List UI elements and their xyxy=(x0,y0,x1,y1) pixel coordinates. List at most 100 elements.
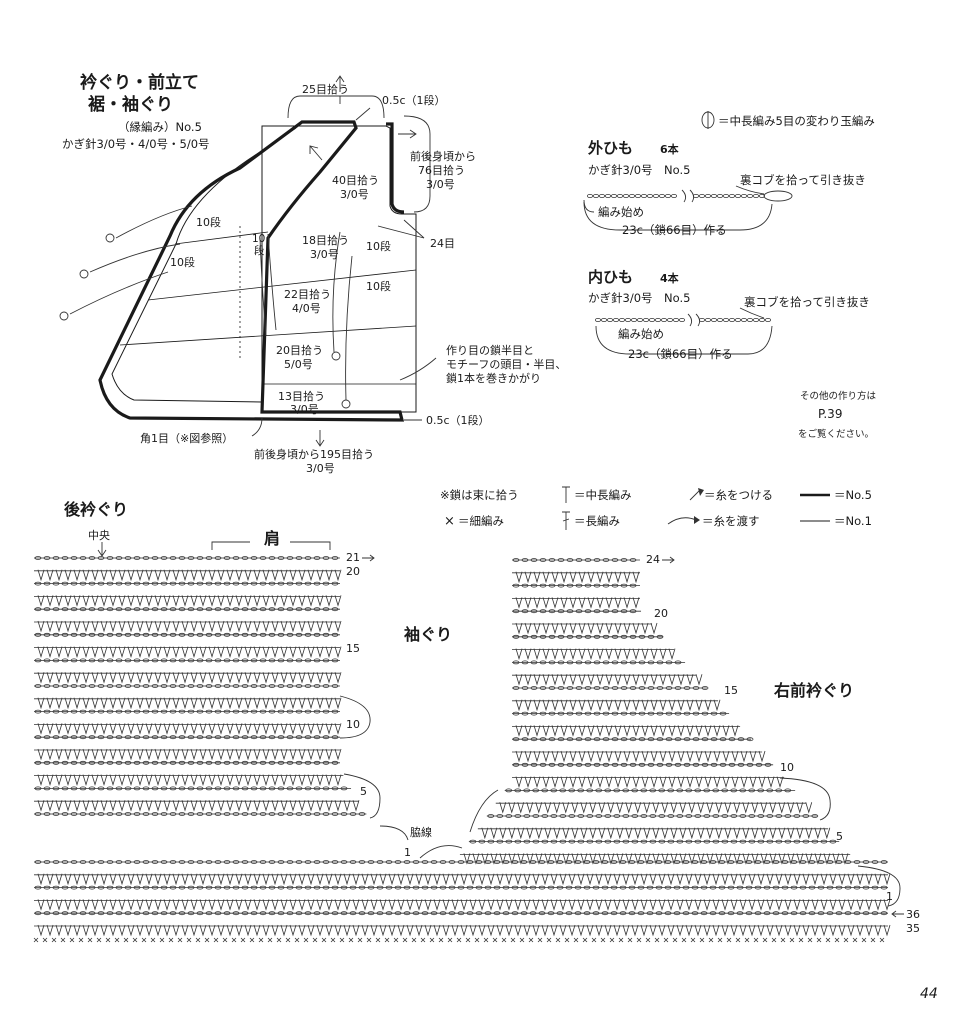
v-stitch-mark xyxy=(64,620,72,633)
v-stitch-mark xyxy=(598,827,606,840)
chain-stitch-mark xyxy=(70,556,78,560)
chain-stitch-mark xyxy=(313,607,321,612)
inner-chain-stitch xyxy=(765,317,772,322)
chain-stitch-mark xyxy=(559,788,567,793)
chain-stitch-mark xyxy=(656,634,664,639)
chain-stitch-mark xyxy=(178,684,186,688)
chain-stitch-mark xyxy=(592,860,600,864)
sc-stitch-mark xyxy=(222,937,228,943)
chain-stitch-mark xyxy=(232,607,240,612)
v-stitch-mark xyxy=(226,697,234,710)
chain-stitch-mark xyxy=(602,634,610,639)
chain-stitch-mark xyxy=(539,711,547,716)
v-stitch-mark xyxy=(478,924,486,937)
label-pick195-b: 3/0号 xyxy=(306,462,335,475)
sc-stitch-mark xyxy=(177,937,183,943)
chain-stitch-mark xyxy=(469,839,477,844)
chain-stitch-mark xyxy=(79,607,87,612)
chain-stitch-mark xyxy=(259,786,267,791)
chain-stitch-mark xyxy=(358,812,366,816)
v-stitch-mark xyxy=(496,873,504,886)
label-76-b: 76目拾う xyxy=(418,163,465,177)
v-stitch-mark xyxy=(325,899,333,911)
v-stitch-mark xyxy=(722,776,730,788)
v-stitch-mark xyxy=(544,827,552,840)
v-stitch-mark xyxy=(749,776,757,788)
chain-stitch-mark xyxy=(52,658,60,663)
v-stitch-mark xyxy=(451,924,459,937)
v-stitch-mark xyxy=(668,725,676,737)
v-stitch-mark xyxy=(865,899,873,911)
chain-stitch-mark xyxy=(649,788,657,793)
chain-stitch-mark xyxy=(160,658,168,663)
arrow-diagonal xyxy=(309,145,323,161)
sc-stitch-mark xyxy=(78,937,84,943)
v-stitch-mark xyxy=(526,827,534,840)
chain-stitch-mark xyxy=(34,607,42,612)
v-stitch-mark xyxy=(289,646,297,658)
sc-stitch-mark xyxy=(186,937,192,943)
v-stitch-mark xyxy=(271,569,279,582)
chain-stitch-mark xyxy=(637,911,645,916)
chain-stitch-mark xyxy=(521,686,529,690)
v-stitch-mark xyxy=(37,924,45,937)
v-stitch-mark xyxy=(560,597,568,609)
chain-stitch-mark xyxy=(656,660,664,665)
v-stitch-mark xyxy=(226,595,234,607)
sc-stitch-mark xyxy=(312,937,318,943)
chain-stitch-mark xyxy=(601,860,609,864)
v-stitch-mark xyxy=(100,672,108,684)
chain-stitch-mark xyxy=(529,911,537,916)
v-stitch-mark xyxy=(760,853,768,865)
chain-stitch-mark xyxy=(721,839,729,844)
chain-stitch-mark xyxy=(692,686,700,690)
chain-stitch-mark xyxy=(521,762,529,767)
chain-stitch-mark xyxy=(43,556,51,560)
v-stitch-mark xyxy=(578,674,586,686)
v-stitch-mark xyxy=(82,899,90,911)
chain-stitch-mark xyxy=(277,607,285,612)
chain-stitch-mark xyxy=(322,632,330,637)
chain-stitch-mark xyxy=(160,786,168,791)
chain-stitch-mark xyxy=(700,860,708,864)
v-stitch-mark xyxy=(64,873,72,886)
v-stitch-mark xyxy=(623,597,631,609)
chain-stitch-mark xyxy=(629,583,637,588)
chain-stitch-mark xyxy=(593,762,601,767)
label-note-c: 鎖1本を巻きかがり xyxy=(446,371,541,385)
chain-stitch-mark xyxy=(241,658,249,663)
chain-stitch-mark xyxy=(556,885,564,890)
v-stitch-mark xyxy=(632,571,640,584)
chain-stitch-mark xyxy=(295,709,303,714)
sc-stitch-mark xyxy=(780,937,786,943)
v-stitch-mark xyxy=(82,569,90,582)
chain-stitch-mark xyxy=(638,711,646,716)
v-stitch-mark xyxy=(688,827,696,840)
puff-stitch-legend: ＝中長編み5目の変わり玉編み xyxy=(701,111,875,129)
v-stitch-mark xyxy=(136,646,144,658)
chain-stitch-mark xyxy=(268,911,276,916)
chain-stitch-mark xyxy=(766,788,774,793)
v-stitch-mark xyxy=(109,569,117,582)
v-stitch-mark xyxy=(614,699,622,712)
chain-stitch-mark xyxy=(187,911,195,916)
turn-arc-side-l xyxy=(379,825,409,841)
chain-stitch-mark xyxy=(331,632,339,637)
chain-stitch-mark xyxy=(487,814,495,818)
chain-stitch-mark xyxy=(61,632,69,637)
v-stitch-mark xyxy=(307,620,315,633)
chain-stitch-mark xyxy=(178,632,186,637)
chain-stitch-mark xyxy=(457,911,465,916)
chain-stitch-mark xyxy=(115,860,123,864)
v-stitch-mark xyxy=(253,595,261,607)
legend-no1: ＝No.1 xyxy=(834,514,872,528)
chain-stitch-mark xyxy=(259,860,267,864)
v-stitch-mark xyxy=(650,776,658,788)
chain-stitch-mark xyxy=(223,607,231,612)
chain-stitch-mark xyxy=(448,860,456,864)
v-stitch-mark xyxy=(64,672,72,684)
chain-stitch-mark xyxy=(412,911,420,916)
chain-stitch-mark xyxy=(530,558,538,562)
v-stitch-mark xyxy=(118,800,126,812)
armhole-band xyxy=(386,122,405,214)
